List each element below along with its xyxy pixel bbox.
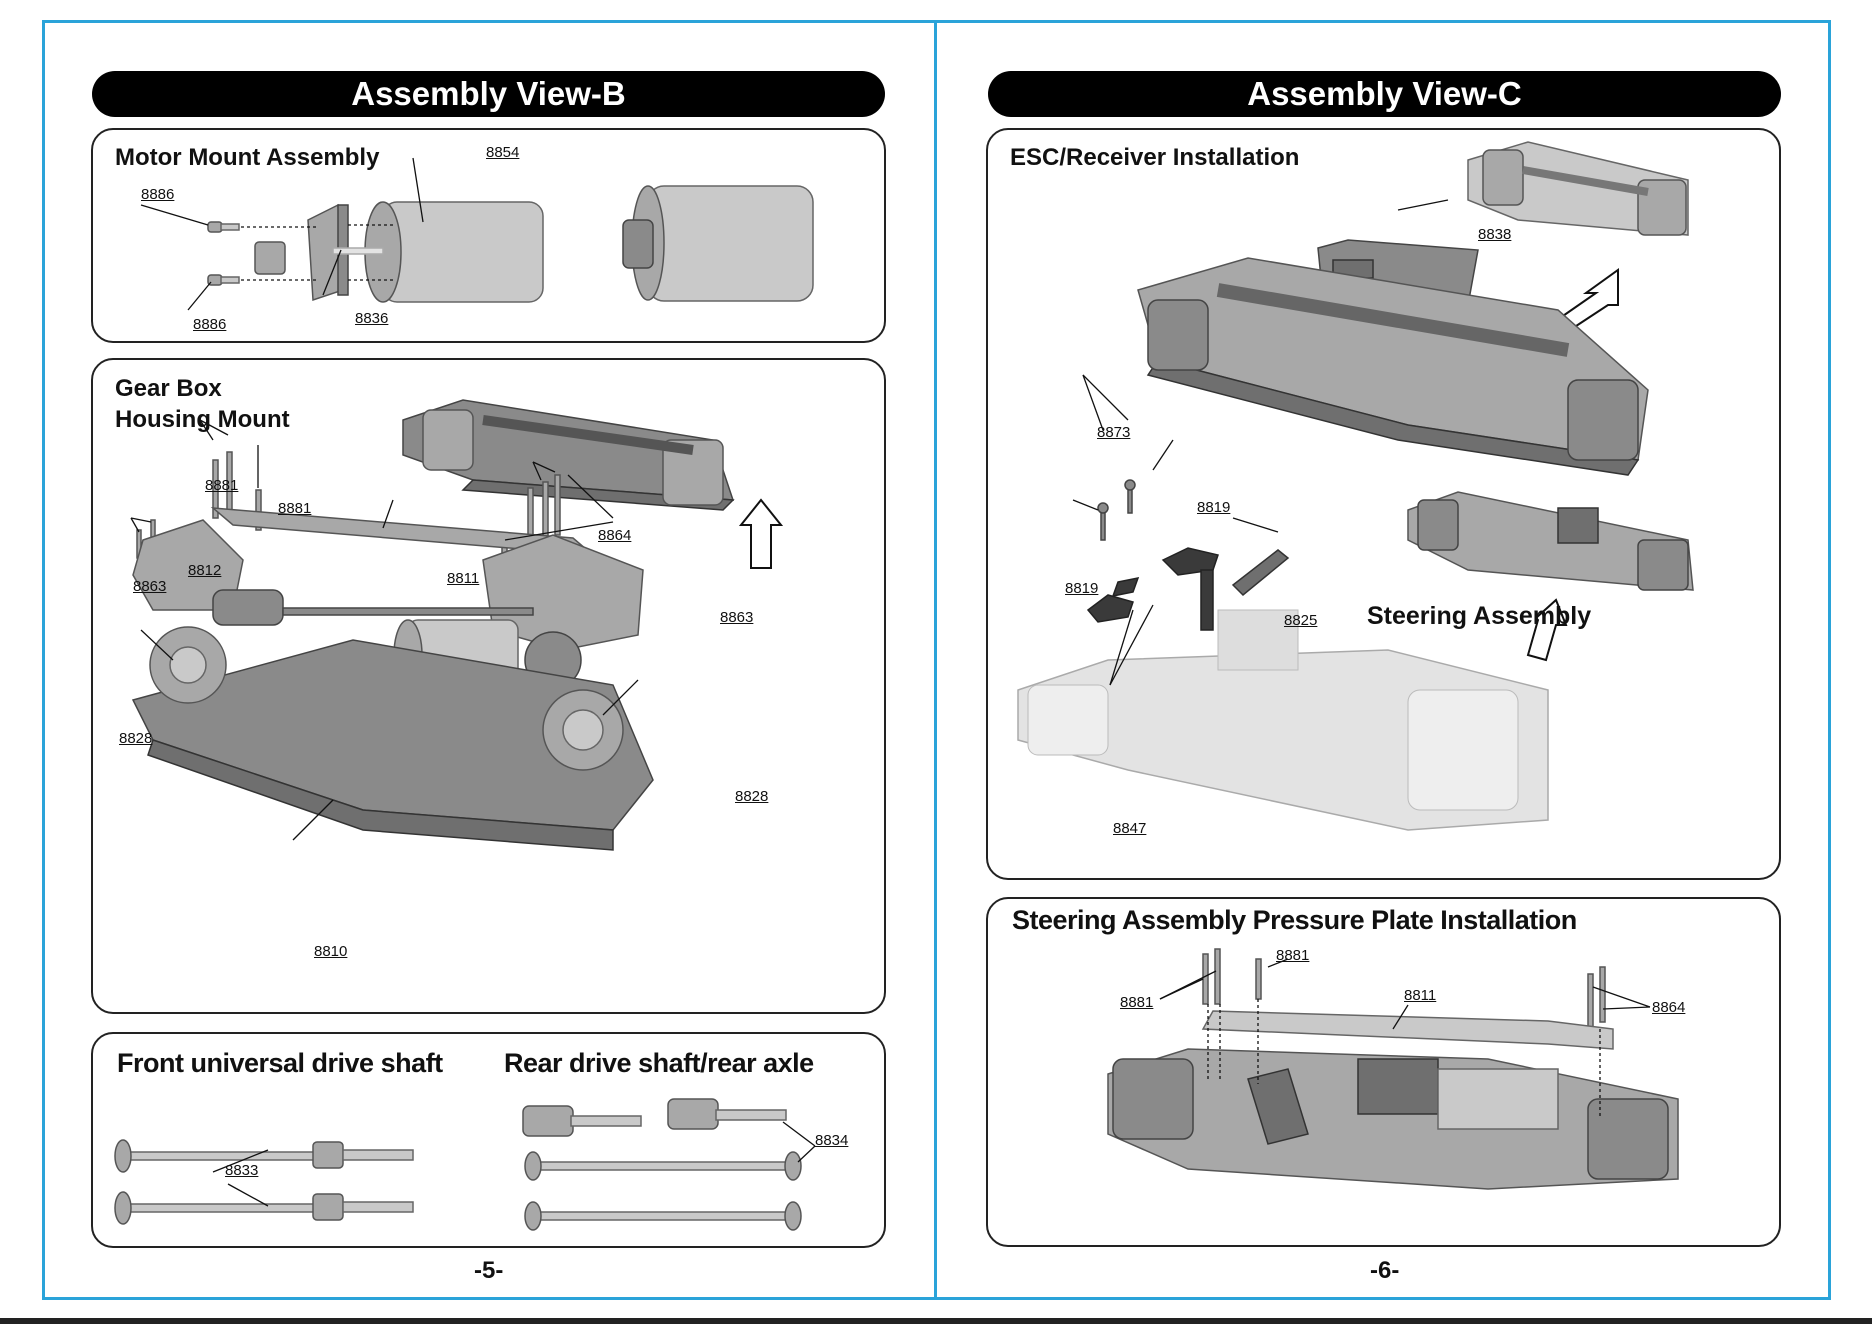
esc-receiver-panel: ESC/Receiver Installation <box>986 128 1781 880</box>
front-drive-shaft-icon <box>114 1139 414 1225</box>
part-label: 8881 <box>1120 994 1154 1011</box>
part-label: 8886 <box>141 186 175 203</box>
gear-box-panel: Gear Box Housing Mount <box>91 358 886 1014</box>
part-label: 8886 <box>193 316 227 333</box>
faded-chassis-icon <box>1017 609 1549 831</box>
motor-icon <box>382 201 544 303</box>
motor-mount-title: Motor Mount Assembly <box>115 144 380 171</box>
part-label: 8836 <box>355 310 389 327</box>
pinion-gear-icon <box>254 241 286 275</box>
part-label: 8863 <box>720 609 754 626</box>
front-shaft-title: Front universal drive shaft <box>117 1048 443 1078</box>
screw-icon <box>1202 948 1606 1030</box>
rear-drive-shaft-icon <box>524 1151 802 1231</box>
part-label: 8864 <box>1652 999 1686 1016</box>
part-label: 8812 <box>188 562 222 579</box>
assembled-chassis-icon <box>402 399 735 511</box>
part-label: 8873 <box>1097 424 1131 441</box>
steering-assembly-label: Steering Assembly <box>1367 602 1592 630</box>
assembled-chassis-icon <box>1467 141 1689 236</box>
part-label: 8854 <box>486 144 520 161</box>
motor-mount-illustration <box>140 157 814 311</box>
assembled-motor-icon <box>647 185 814 302</box>
chassis-icon <box>1137 257 1649 476</box>
part-label: 8825 <box>1284 612 1318 629</box>
page-number-6: -6- <box>1370 1257 1400 1284</box>
up-arrow-icon <box>738 498 784 569</box>
drive-shafts-illustration <box>114 1098 816 1231</box>
up-arrow-icon <box>1526 598 1568 662</box>
part-label: 8828 <box>119 730 153 747</box>
pressure-plate-illustration <box>1107 948 1679 1190</box>
part-label: 8819 <box>1197 499 1231 516</box>
part-label: 8819 <box>1065 580 1099 597</box>
rear-axle-icon <box>522 1098 787 1137</box>
part-label: 8863 <box>133 578 167 595</box>
page-divider <box>934 20 937 1300</box>
part-label: 8838 <box>1478 226 1512 243</box>
part-label: 8828 <box>735 788 769 805</box>
pressure-plate-title: Steering Assembly Pressure Plate Install… <box>1012 905 1577 935</box>
motor-mount-panel: Motor Mount Assembly 8886 8854 <box>91 128 886 343</box>
pressure-plate-icon <box>1201 1010 1614 1050</box>
part-label: 8847 <box>1113 820 1147 837</box>
rear-shaft-title: Rear drive shaft/rear axle <box>504 1048 814 1078</box>
pressure-plate-panel: Steering Assembly Pressure Plate Install… <box>986 897 1781 1247</box>
chassis-icon <box>1107 1048 1679 1190</box>
gear-box-illustration <box>130 399 784 851</box>
gear-box-title-line1: Gear Box <box>115 375 222 402</box>
screw-icon <box>207 221 240 286</box>
drive-shaft-panel: Front universal drive shaft Rear drive s… <box>91 1032 886 1248</box>
part-label: 8834 <box>815 1132 849 1149</box>
page-title-assembly-view-b: Assembly View-B <box>92 71 885 117</box>
steering-assembly-icon <box>1407 491 1694 591</box>
part-label: 8833 <box>225 1162 259 1179</box>
part-label: 8811 <box>447 570 480 587</box>
part-label: 8810 <box>314 943 348 960</box>
part-label: 8881 <box>1276 947 1310 964</box>
esc-receiver-title: ESC/Receiver Installation <box>1010 144 1300 171</box>
gear-box-title-line2: Housing Mount <box>115 406 290 433</box>
part-label: 8864 <box>598 527 632 544</box>
part-label: 8881 <box>278 500 312 517</box>
page-title-assembly-view-c: Assembly View-C <box>988 71 1781 117</box>
esc-receiver-illustration <box>1017 141 1694 831</box>
part-label: 8881 <box>205 477 239 494</box>
page-number-5: -5- <box>474 1257 504 1284</box>
scan-edge <box>0 1318 1872 1324</box>
part-label: 8811 <box>1404 987 1437 1004</box>
